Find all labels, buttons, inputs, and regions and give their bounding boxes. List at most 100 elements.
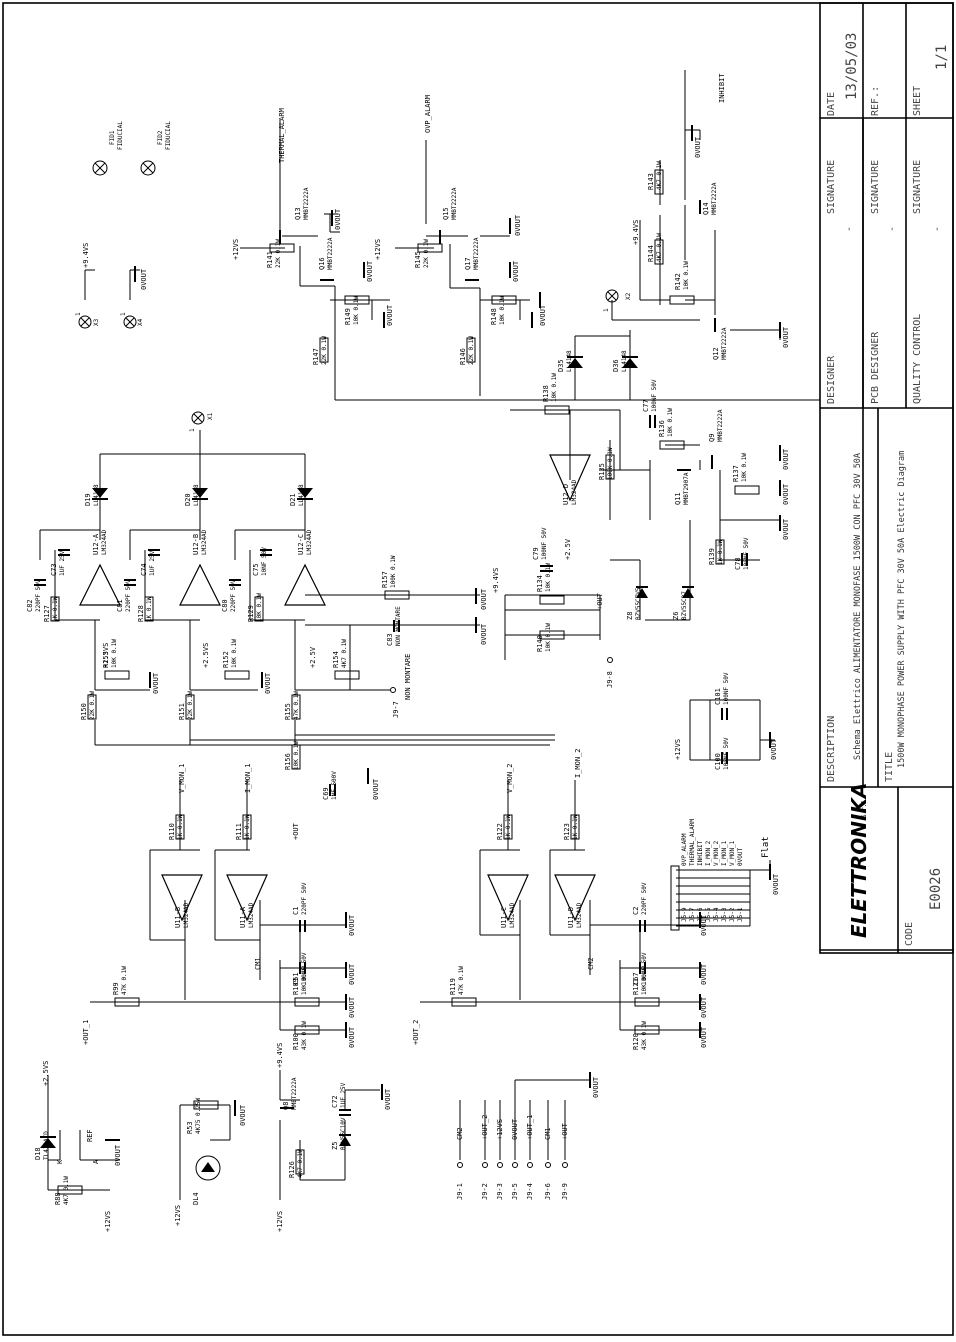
part-ref: C83	[386, 633, 394, 646]
part-ref: U12-A	[92, 533, 100, 555]
part-ref: C69	[322, 787, 330, 800]
opamp-u11b-symbol	[161, 874, 203, 922]
net-12vs-a: +12VS	[232, 239, 240, 260]
part-ref: D36	[612, 359, 620, 372]
diode-d20	[192, 488, 208, 500]
net-0vout-4: 0VOUT	[514, 214, 522, 236]
net-0vout-15: 0VOUT	[264, 672, 272, 694]
part-value: LM324AD	[509, 902, 516, 928]
net-0vout-22: 0VOUT	[700, 914, 708, 936]
title-label: TITLE	[884, 752, 895, 782]
net-j9-7: J9-7	[392, 701, 400, 718]
net-out-2: +OUT_2	[412, 1020, 420, 1045]
part-value: 1K 0.1W	[572, 814, 579, 840]
resistor-r136	[659, 440, 685, 450]
resistor-r144	[654, 239, 664, 265]
connector-labels: 0VP_ALARMJ5-9THERMAL_ALARMJ5-7INHIBITJ5-…	[456, 819, 744, 1200]
part-value: LM324AD	[576, 902, 583, 928]
part-value: BZV55C10V	[340, 1117, 347, 1150]
j9-pin-label: J9-6	[544, 1183, 552, 1200]
part-value: 220PF 50V	[125, 579, 132, 612]
fiducial-fid2	[140, 160, 156, 176]
diode-d21	[297, 488, 313, 500]
part-value: 1UF 25V	[149, 550, 156, 576]
pcb-designer-label: PCB DESIGNER	[870, 331, 881, 404]
part-value: 22K 0.1W	[187, 691, 194, 720]
part-value: MMBT2222A	[451, 187, 458, 220]
net-ovp-alarm: OVP_ALARM	[424, 95, 432, 133]
net-flat: Flat	[761, 836, 771, 858]
part-ref: C67	[632, 972, 640, 985]
part-ref: R154	[332, 651, 340, 668]
resistor-r149	[344, 295, 370, 305]
label-x4-pin: 1	[120, 312, 127, 316]
part-value: MMBT2222A	[711, 182, 718, 215]
part-value: 220PF 50V	[35, 579, 42, 612]
j9-pin-label: J9-5	[511, 1183, 519, 1200]
part-value: 10K 0.1W	[545, 563, 552, 592]
opamp-u11a-symbol	[226, 874, 268, 922]
ground-symbols	[105, 125, 781, 1141]
net-v-mon-2: V_MON_2	[506, 763, 514, 793]
dash-2: -	[887, 226, 898, 232]
part-ref: R142	[674, 273, 682, 290]
resistor-r100	[294, 1025, 320, 1035]
resistor-r152	[224, 670, 250, 680]
part-ref: R122	[496, 823, 504, 840]
part-value: TL431ACD	[43, 1131, 50, 1160]
part-ref: R157	[381, 571, 389, 588]
part-ref: R109	[292, 978, 300, 995]
part-ref: C79	[532, 547, 540, 560]
resistor-r143	[654, 169, 664, 195]
label-x3-pin: 1	[75, 312, 82, 316]
part-ref: C82	[26, 599, 34, 612]
part-ref: Q14	[702, 202, 710, 215]
j9-pin-label: J9-2	[481, 1183, 489, 1200]
j5-net-label: V_MON_1	[729, 840, 736, 866]
part-value: MMBT2222A	[291, 1077, 298, 1110]
part-value: LL4148	[298, 484, 305, 506]
part-ref: C77	[642, 399, 650, 412]
resistor-r121	[634, 997, 660, 1007]
net-12vs-e: +12VS	[276, 1211, 284, 1232]
shunt-regulator-d18	[40, 1136, 56, 1148]
part-value: 1K 0.1W	[505, 814, 512, 840]
resistor-r110	[175, 814, 185, 840]
part-ref: Q12	[712, 347, 720, 360]
net-0vout-16: 0VOUT	[372, 778, 380, 800]
part-ref: R145	[414, 251, 422, 268]
capacitor-c100	[721, 752, 728, 764]
net-non-montare: NON MONTARE	[404, 654, 412, 700]
net-94vs-d: +9.4VS	[276, 1043, 284, 1068]
part-value: 22K 0.1W	[423, 239, 430, 268]
label-fid1-fiducial: FIDUCIAL	[117, 121, 124, 150]
part-value: BZV55C27	[681, 591, 688, 620]
net-0vout-29: 0VOUT	[384, 1088, 392, 1110]
resistor-r119	[451, 997, 477, 1007]
capacitor-c77	[649, 415, 656, 428]
part-ref: R137	[732, 465, 740, 482]
fiducial-fid1	[92, 160, 108, 176]
resistor-r150	[87, 694, 97, 720]
dash-1: -	[844, 226, 855, 232]
part-value: 1NF 500V	[331, 771, 338, 800]
capacitor-c69	[329, 784, 336, 796]
